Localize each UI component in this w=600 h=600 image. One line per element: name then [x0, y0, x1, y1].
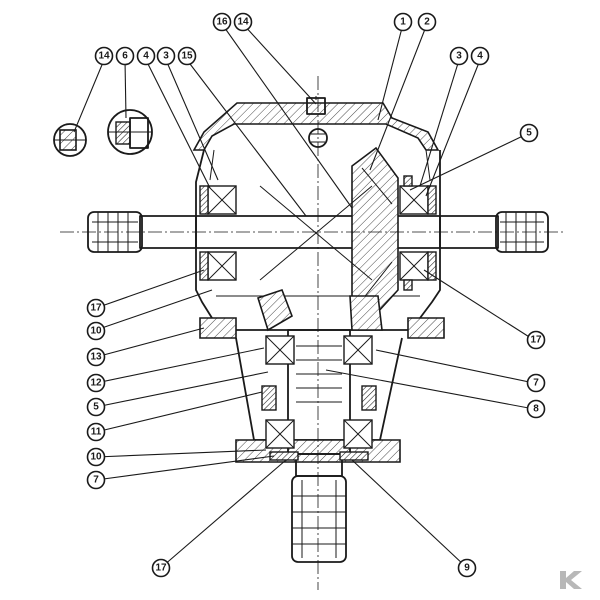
svg-text:12: 12	[90, 378, 102, 389]
detail-inset	[53, 109, 153, 157]
svg-text:10: 10	[90, 326, 102, 337]
callout-6: 6	[115, 46, 135, 66]
output-bearings	[261, 335, 377, 461]
callout-10-upper: 10	[86, 321, 106, 341]
svg-text:2: 2	[424, 17, 430, 28]
svg-text:14: 14	[98, 51, 110, 62]
callout-2: 2	[417, 12, 437, 32]
svg-text:14: 14	[237, 17, 249, 28]
callout-12: 12	[86, 373, 106, 393]
callout-8: 8	[526, 399, 546, 419]
svg-text:1: 1	[400, 17, 406, 28]
svg-text:17: 17	[530, 335, 542, 346]
svg-text:17: 17	[90, 303, 102, 314]
vertical-shaft	[287, 329, 351, 563]
svg-text:13: 13	[90, 352, 102, 363]
svg-text:9: 9	[464, 563, 470, 574]
gearbox-housing	[192, 102, 445, 339]
callout-17-bottom: 17	[151, 558, 171, 578]
svg-text:6: 6	[122, 51, 128, 62]
callout-17-left: 17	[86, 298, 106, 318]
callout-16: 16	[212, 12, 232, 32]
callout-13: 13	[86, 347, 106, 367]
callout-17-right: 17	[526, 330, 546, 350]
callout-9: 9	[457, 558, 477, 578]
crown-bevel-gear	[351, 146, 399, 316]
callout-4-right: 4	[470, 46, 490, 66]
callout-14: 14	[233, 12, 253, 32]
output-housing	[235, 288, 403, 463]
svg-text:11: 11	[91, 427, 102, 438]
callout-3-left: 3	[156, 46, 176, 66]
callout-7-left: 7	[86, 470, 106, 490]
brand-logo: K	[0, 0, 582, 589]
center-lines	[60, 76, 566, 590]
svg-text:10: 10	[90, 452, 102, 463]
callout-14-inset: 14	[94, 46, 114, 66]
callout-3-right: 3	[449, 46, 469, 66]
svg-text:3: 3	[163, 51, 169, 62]
callout-5-left: 5	[86, 397, 106, 417]
callout-bubbles: 16 14 1 2 14 6 4 3 15 3 4 5 17 10 13 12 …	[86, 12, 546, 578]
leader-lines	[73, 23, 535, 567]
svg-text:4: 4	[477, 51, 483, 62]
svg-text:5: 5	[93, 402, 99, 413]
callout-10-lower: 10	[86, 447, 106, 467]
brand-logo-text: K	[0, 0, 1, 1]
callout-4-left: 4	[136, 46, 156, 66]
svg-text:17: 17	[155, 563, 167, 574]
svg-text:15: 15	[181, 51, 193, 62]
svg-text:3: 3	[456, 51, 462, 62]
callout-15: 15	[177, 46, 197, 66]
svg-text:16: 16	[216, 17, 228, 28]
svg-text:8: 8	[533, 404, 539, 415]
svg-text:4: 4	[143, 51, 149, 62]
callout-5-right: 5	[519, 123, 539, 143]
input-bearings	[199, 175, 437, 291]
svg-text:7: 7	[93, 475, 99, 486]
callout-7-right: 7	[526, 373, 546, 393]
callout-1: 1	[393, 12, 413, 32]
svg-text:5: 5	[526, 128, 532, 139]
callout-11: 11	[86, 422, 106, 442]
svg-text:7: 7	[533, 378, 539, 389]
